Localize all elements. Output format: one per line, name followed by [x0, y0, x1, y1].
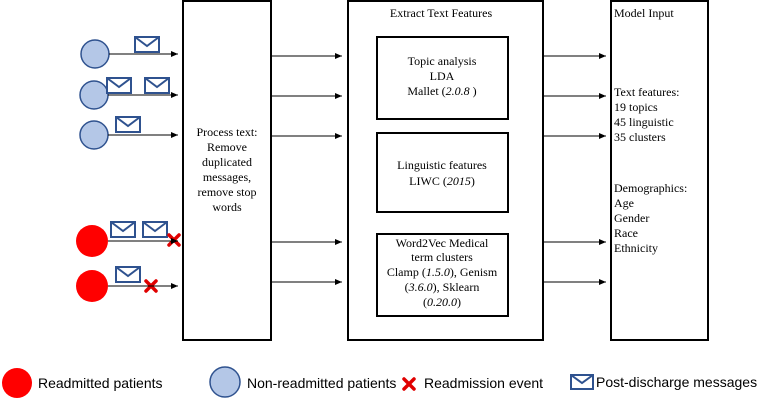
patient-row-3 [79, 116, 178, 150]
w2v-sklearn-line: (3.6.0), Sklearn [405, 280, 480, 294]
patient-row-5 [76, 266, 178, 302]
w2v-last-line: (0.20.0) [423, 295, 461, 309]
process-to-extract-arrows [271, 53, 342, 285]
w2v-line: term clusters [411, 250, 473, 264]
extract-features-title: Extract Text Features [390, 6, 493, 20]
process-line: words [212, 200, 242, 214]
text-features-line: Text features: [614, 85, 679, 99]
patient-row-4 [76, 221, 181, 257]
extract-to-model-arrows [543, 53, 606, 285]
patient-row-2 [79, 77, 178, 110]
message-envelope-icon [115, 116, 141, 133]
readmission-cross-icon [402, 377, 416, 391]
message-envelope-icon [134, 36, 160, 53]
legend-event-label: Readmission event [424, 375, 543, 391]
text-features-line: 45 linguistic [614, 115, 674, 129]
legend: Readmitted patients Non-readmitted patie… [2, 366, 757, 398]
model-input-content: Model Input Text features: 19 topics 45 … [614, 6, 687, 255]
topic-line: LDA [430, 69, 455, 83]
legend-non-readmitted-label: Non-readmitted patients [247, 375, 396, 391]
topic-mallet-line: Mallet (2.0.8 ) [407, 84, 476, 98]
non-readmitted-patient-icon [79, 80, 109, 110]
word2vec-box [376, 233, 509, 317]
text-features-line: 35 clusters [614, 130, 666, 144]
non-readmitted-patient-icon [209, 366, 241, 398]
model-input-box [610, 0, 709, 341]
patient-row-1 [80, 36, 178, 69]
readmitted-patient-icon [76, 225, 108, 257]
legend-messages: Post-discharge messages [570, 374, 757, 390]
model-input-title: Model Input [614, 6, 674, 20]
text-features-line: 19 topics [614, 100, 658, 114]
readmission-cross-icon [167, 233, 181, 247]
legend-readmitted: Readmitted patients [2, 368, 163, 398]
linguistic-features-box [376, 132, 509, 213]
topic-analysis-label: Topic analysis LDA Mallet (2.0.8 ) [407, 54, 476, 98]
w2v-line: Word2Vec Medical [396, 236, 489, 250]
demographics-line: Demographics: [614, 181, 687, 195]
message-envelope-icon [106, 77, 132, 94]
message-envelope-icon [144, 77, 170, 94]
demographics-line: Race [614, 226, 638, 240]
topic-analysis-box [376, 36, 509, 120]
w2v-clamp-line: Clamp (1.5.0), Genism [387, 265, 498, 279]
process-line: Process text: [197, 125, 258, 139]
process-line: duplicated [202, 155, 252, 169]
legend-messages-label: Post-discharge messages [596, 374, 757, 390]
legend-readmitted-label: Readmitted patients [38, 375, 163, 391]
demographics-line: Ethnicity [614, 241, 658, 255]
linguistic-line: Linguistic features [397, 158, 487, 172]
demographics-line: Gender [614, 211, 649, 225]
message-envelope-icon [570, 374, 594, 390]
topic-line: Topic analysis [408, 54, 477, 68]
message-envelope-icon [142, 221, 168, 238]
process-text-label: Process text: Remove duplicated messages… [197, 125, 258, 214]
message-envelope-icon [110, 221, 136, 238]
readmitted-patient-icon [76, 270, 108, 302]
legend-event: Readmission event [402, 375, 543, 391]
non-readmitted-patient-icon [79, 120, 109, 150]
process-line: messages, [203, 170, 251, 184]
liwc-line: LIWC (2015) [409, 174, 475, 188]
word2vec-label: Word2Vec Medical term clusters Clamp (1.… [387, 236, 498, 309]
message-envelope-icon [115, 266, 141, 283]
readmitted-patient-icon [2, 368, 32, 398]
demographics-line: Age [614, 196, 634, 210]
legend-non-readmitted: Non-readmitted patients [209, 366, 396, 398]
process-line: Remove [207, 140, 247, 154]
process-text-box [182, 0, 272, 341]
linguistic-features-label: Linguistic features LIWC (2015) [397, 158, 487, 188]
non-readmitted-patient-icon [80, 39, 110, 69]
process-line: remove stop [198, 185, 257, 199]
